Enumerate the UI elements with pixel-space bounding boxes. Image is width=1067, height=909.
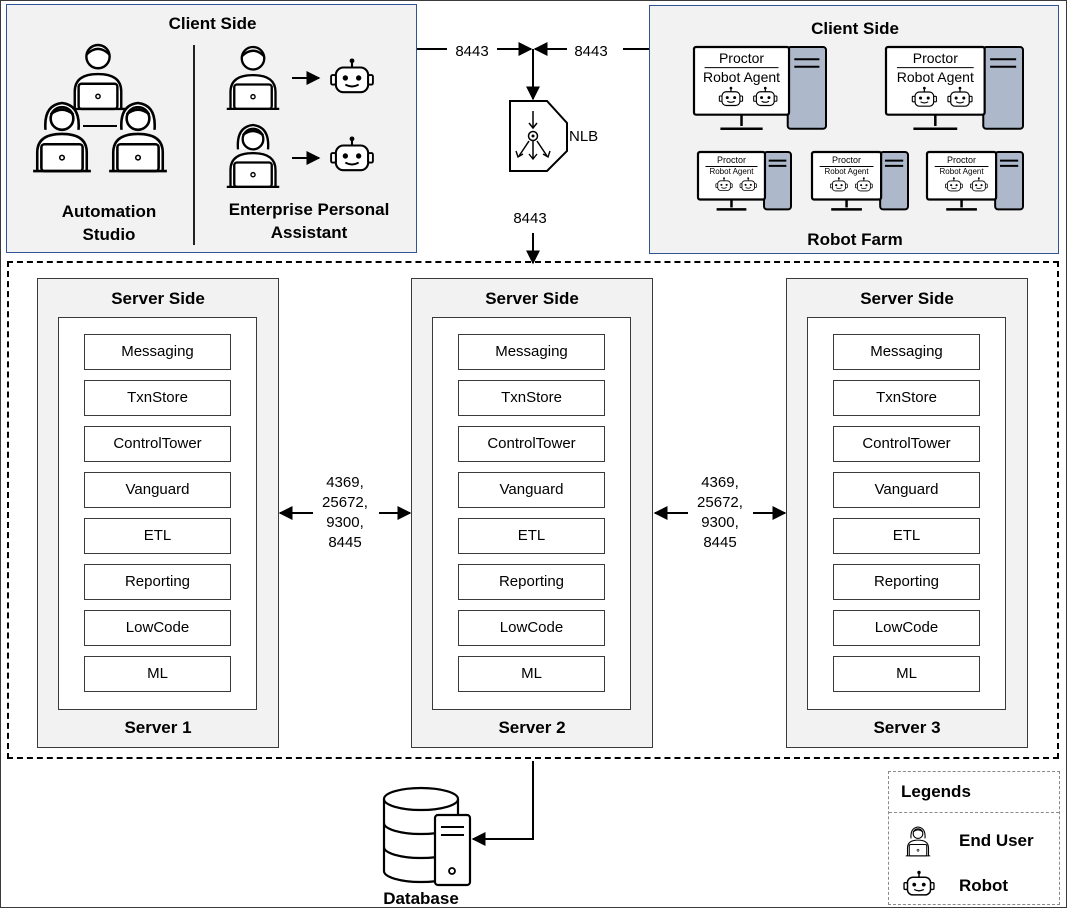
service-lowcode: LowCode <box>84 610 231 646</box>
service-lowcode: LowCode <box>833 610 980 646</box>
service-messaging: Messaging <box>458 334 605 370</box>
nlb-icon <box>509 100 568 172</box>
server-side-title: Server Side <box>860 289 954 308</box>
port-label-left: 8443 <box>455 43 489 60</box>
enterprise-personal-assistant-label: Enterprise Personal Assistant <box>202 198 416 244</box>
epa-line1: Enterprise Personal <box>228 200 390 219</box>
arrow-to-database <box>471 761 534 846</box>
server-name: Server 1 <box>124 718 192 737</box>
service-vanguard: Vanguard <box>84 472 231 508</box>
port-label-nlb-down: 8443 <box>513 210 547 227</box>
service-vanguard: Vanguard <box>458 472 605 508</box>
automation-studio-line2: Studio <box>82 225 136 244</box>
service-ml: ML <box>84 656 231 692</box>
proctor-label: Proctor <box>947 155 976 165</box>
proctor-label: Proctor <box>719 50 764 66</box>
end-user-icon <box>107 101 169 173</box>
automation-studio-label: Automation Studio <box>27 200 191 246</box>
server-name: Server 2 <box>498 718 566 737</box>
client-side-right-title: Client Side <box>811 19 899 38</box>
cluster-port: 25672, <box>322 494 368 511</box>
legend-title: Legends <box>901 782 971 801</box>
end-user-icon <box>31 101 93 173</box>
service-etl: ETL <box>833 518 980 554</box>
service-txnstore: TxnStore <box>84 380 231 416</box>
robot-agent-label: Robot Agent <box>940 167 985 176</box>
service-ml: ML <box>458 656 605 692</box>
service-etl: ETL <box>84 518 231 554</box>
automation-studio-line1: Automation <box>61 202 157 221</box>
service-reporting: Reporting <box>833 564 980 600</box>
end-user-icon <box>905 826 931 857</box>
divider <box>193 45 195 245</box>
cluster-port: 4369, <box>701 474 739 491</box>
service-reporting: Reporting <box>458 564 605 600</box>
service-txnstore: TxnStore <box>458 380 605 416</box>
service-controltower: ControlTower <box>458 426 605 462</box>
service-messaging: Messaging <box>833 334 980 370</box>
server-side-title: Server Side <box>111 289 205 308</box>
robot-icon <box>903 870 935 896</box>
proctor-label: Proctor <box>717 155 746 165</box>
service-ml: ML <box>833 656 980 692</box>
database-label: Database <box>383 889 459 908</box>
proctor-label: Proctor <box>913 50 958 66</box>
legend-divider <box>889 812 1059 813</box>
legend-robot-label: Robot <box>959 876 1009 895</box>
cluster-ports-2-3: 4369, 25672, 9300, 8445 <box>690 473 750 553</box>
robot-agent-label: Robot Agent <box>825 167 870 176</box>
service-vanguard: Vanguard <box>833 472 980 508</box>
service-txnstore: TxnStore <box>833 380 980 416</box>
end-user-icon <box>225 123 281 189</box>
proctor-label: Proctor <box>832 155 861 165</box>
cluster-port: 9300, <box>701 514 739 531</box>
service-reporting: Reporting <box>84 564 231 600</box>
epa-line2: Assistant <box>270 223 348 242</box>
end-user-icon <box>69 43 127 111</box>
nlb-label: NLB <box>569 128 599 145</box>
robot-agent-label: Robot Agent <box>897 69 974 85</box>
service-etl: ETL <box>458 518 605 554</box>
robot-farm-label: Robot Farm <box>807 230 903 249</box>
service-controltower: ControlTower <box>84 426 231 462</box>
cluster-port: 4369, <box>326 474 364 491</box>
server-side-title: Server Side <box>485 289 579 308</box>
database-icon <box>382 786 472 887</box>
robot-agent-label: Robot Agent <box>709 167 754 176</box>
port-label-right: 8443 <box>574 43 608 60</box>
service-messaging: Messaging <box>84 334 231 370</box>
service-controltower: ControlTower <box>833 426 980 462</box>
legend-end-user-label: End User <box>959 831 1034 850</box>
client-side-left-title: Client Side <box>168 14 257 33</box>
cluster-ports-1-2: 4369, 25672, 9300, 8445 <box>315 473 375 553</box>
end-user-icon <box>225 45 281 111</box>
robot-icon <box>330 136 374 172</box>
service-lowcode: LowCode <box>458 610 605 646</box>
server-name: Server 3 <box>873 718 941 737</box>
cluster-port: 25672, <box>697 494 743 511</box>
cluster-port: 8445 <box>703 534 737 551</box>
robot-agent-label: Robot Agent <box>703 69 780 85</box>
robot-icon <box>330 58 374 94</box>
cluster-port: 8445 <box>328 534 362 551</box>
cluster-port: 9300, <box>326 514 364 531</box>
